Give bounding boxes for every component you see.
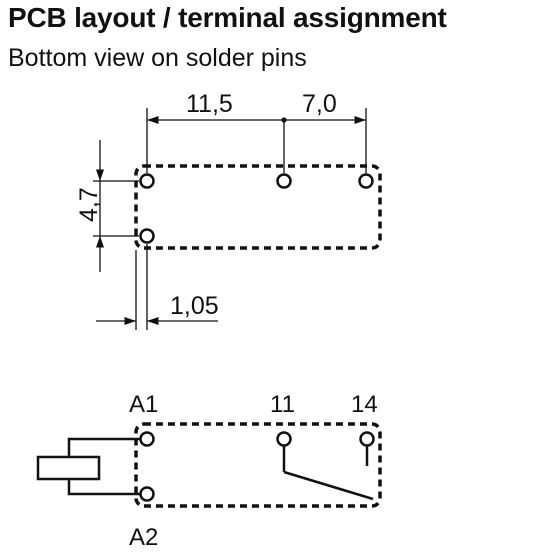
schematic-pin-a2 xyxy=(139,486,155,502)
relay-outline xyxy=(134,164,382,250)
page-title: PCB layout / terminal assignment xyxy=(8,2,447,33)
page-subtitle: Bottom view on solder pins xyxy=(8,44,307,72)
pin-label-a1: A1 xyxy=(129,391,158,418)
coil-wire-top xyxy=(67,437,140,457)
dimension-label-offset: 1,05 xyxy=(170,292,219,320)
dimension-label-width-2: 7,0 xyxy=(302,90,337,118)
coil-symbol xyxy=(36,455,101,481)
terminal-schematic: A1 11 14 A2 xyxy=(36,391,382,551)
schematic-outline xyxy=(134,422,382,508)
schematic-pin-14 xyxy=(359,431,375,447)
pin-label-11: 11 xyxy=(270,391,295,418)
contact-switch-arm xyxy=(283,470,374,501)
pin-label-14: 14 xyxy=(351,391,378,418)
dimension-label-width-1: 11,5 xyxy=(186,90,233,118)
dimension-dot xyxy=(281,117,287,123)
solder-pin-11 xyxy=(276,173,292,189)
solder-pin-a1 xyxy=(139,173,155,189)
schematic-pin-a1 xyxy=(139,431,155,447)
solder-pin-a2 xyxy=(139,228,155,244)
dimension-label-height: 4,7 xyxy=(75,187,103,222)
coil-wire-bottom xyxy=(67,479,140,496)
pcb-layout-drawing: 11,5 7,0 4,7 1,05 xyxy=(75,90,382,330)
solder-pin-14 xyxy=(358,173,374,189)
pin-label-a2: A2 xyxy=(129,524,158,551)
schematic-pin-11 xyxy=(276,431,292,447)
